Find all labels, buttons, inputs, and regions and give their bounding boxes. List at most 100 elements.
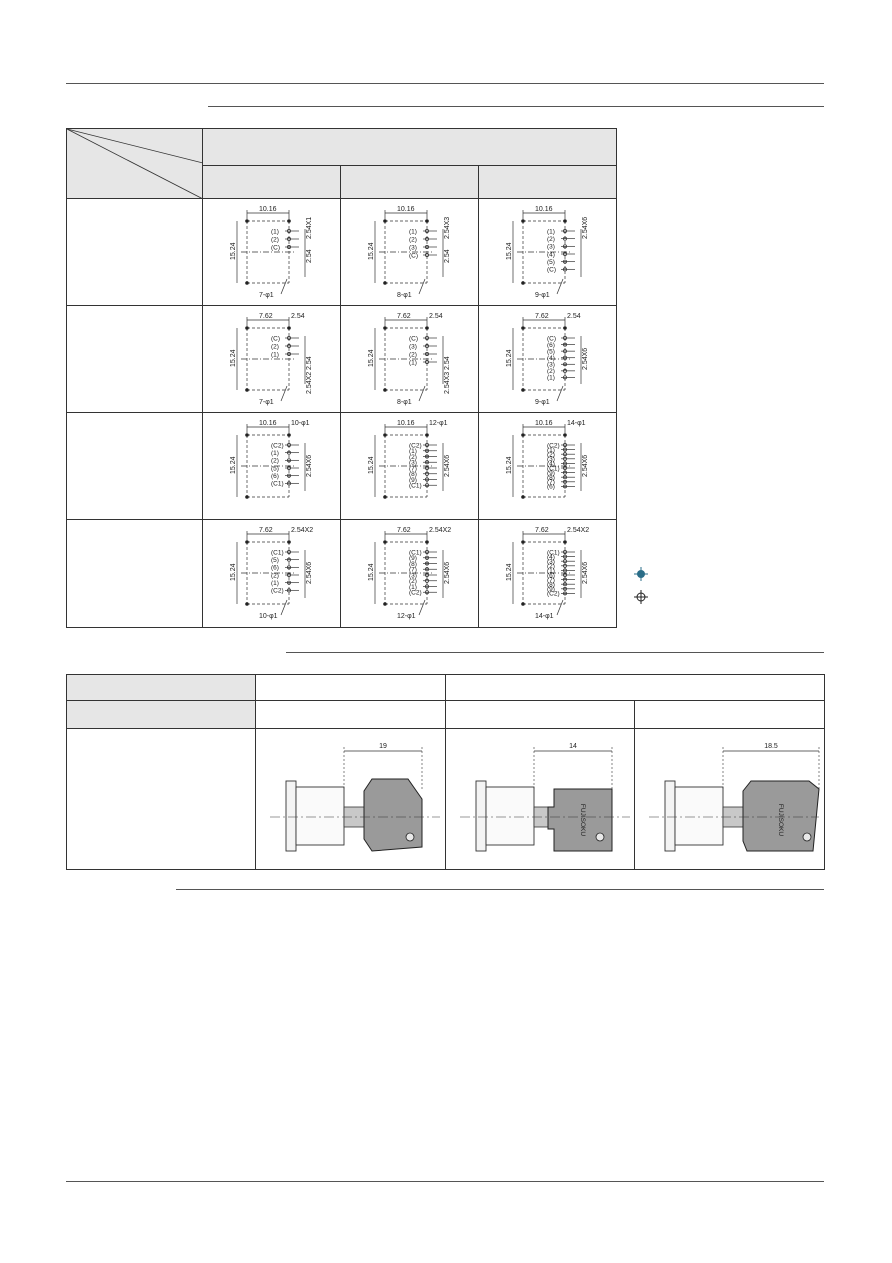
key-table-header-a [255, 674, 446, 701]
key-table-header-b [445, 674, 825, 701]
pin-label: (2) [547, 368, 555, 375]
corner-hole-1 [521, 281, 525, 285]
diagonal-divider [67, 129, 203, 199]
corner-hole-0 [245, 540, 249, 544]
pin-label: (2) [409, 351, 417, 358]
dim-top: 10.16 [259, 420, 277, 427]
pin-label: (1) [409, 448, 417, 455]
corner-hole-0 [521, 219, 525, 223]
key-table-subheader-label [66, 700, 256, 729]
pin-label: (C1) [409, 549, 422, 556]
dim-left: 15.24 [506, 456, 513, 474]
dim-top-right: 2.54 [567, 313, 581, 320]
pin-label: (C) [271, 244, 280, 251]
corner-hole-2 [425, 326, 429, 330]
corner-hole-1 [245, 388, 249, 392]
dim-left: 15.24 [230, 456, 237, 474]
key-dimension: 18.5 [764, 743, 778, 750]
dim-left: 15.24 [230, 349, 237, 367]
pin-label: (C2) [547, 442, 560, 449]
key-table-row-label [66, 728, 256, 870]
pin-label: (3) [409, 460, 417, 467]
dim-left: 15.24 [368, 563, 375, 581]
key-table-subheader-2 [445, 700, 635, 729]
key-table-header-label [66, 674, 256, 701]
dim-left: 15.24 [368, 242, 375, 260]
dim-holes: 8-φ1 [397, 292, 412, 299]
key-dimension: 14 [569, 743, 577, 750]
corner-hole-2 [287, 326, 291, 330]
dim-left: 15.24 [506, 349, 513, 367]
section2-title-rule [286, 652, 824, 653]
section1-title-rule [208, 106, 824, 107]
dim-top: 7.62 [535, 527, 549, 534]
dim-holes: 9-φ1 [535, 399, 550, 406]
corner-hole-2 [563, 540, 567, 544]
pin-label: (C1) [547, 465, 560, 472]
dim-top-right: 2.54 [429, 313, 443, 320]
pin-label: (7) [547, 479, 555, 486]
row-header-1 [66, 198, 203, 306]
dim-right: 2.54X6 [582, 348, 589, 370]
dim-right: 2.54X2 [306, 372, 313, 394]
corner-hole-2 [563, 219, 567, 223]
dim-top-right: 2.54X2 [291, 527, 313, 534]
pin-label: (5) [271, 557, 279, 564]
pin-label: (1) [547, 375, 555, 382]
dim-right: 2.54X1 [306, 217, 313, 239]
pin-label: (8) [547, 475, 555, 482]
pin-label: (1) [547, 228, 555, 235]
page-bottom-rule [66, 1181, 824, 1182]
key-head [363, 778, 423, 852]
pin-label: (6) [547, 342, 555, 349]
page-top-rule [66, 83, 824, 84]
dim-left: 15.24 [368, 349, 375, 367]
dim-right: 2.54X3 [444, 372, 451, 394]
pin-label: (2) [271, 572, 279, 579]
pin-label: (C1) [409, 483, 422, 490]
pin-label: (9) [409, 555, 417, 562]
dim-right: 2.54 [444, 249, 451, 263]
lock-flange [285, 780, 297, 852]
corner-hole-0 [245, 433, 249, 437]
corner-hole-0 [383, 219, 387, 223]
column-header-2 [340, 164, 479, 200]
dim-top: 10.16 [397, 420, 415, 427]
pin-label: (2) [409, 454, 417, 461]
corner-hole-2 [563, 433, 567, 437]
dim-top-right: 14-φ1 [567, 420, 586, 427]
dim-top: 10.16 [259, 206, 277, 213]
key-table-subheader-3 [634, 700, 825, 729]
pin-label: (6) [547, 484, 555, 491]
dim-left: 15.24 [506, 563, 513, 581]
pin-label: (C) [271, 335, 280, 342]
pin-label: (3) [409, 244, 417, 251]
key-brand-label: FUJISOKU [579, 804, 586, 836]
column-header-1 [202, 164, 341, 200]
dim-left: 15.24 [368, 456, 375, 474]
dim-right: 2.54X6 [444, 455, 451, 477]
dim-top-right: 12-φ1 [429, 420, 448, 427]
dim-right: 2.54X6 [444, 562, 451, 584]
legend [633, 566, 649, 606]
dim-holes: 10-φ1 [259, 613, 278, 620]
row-header-2 [66, 305, 203, 413]
dim-holes: 14-φ1 [535, 613, 554, 620]
pin-label: (3) [409, 343, 417, 350]
